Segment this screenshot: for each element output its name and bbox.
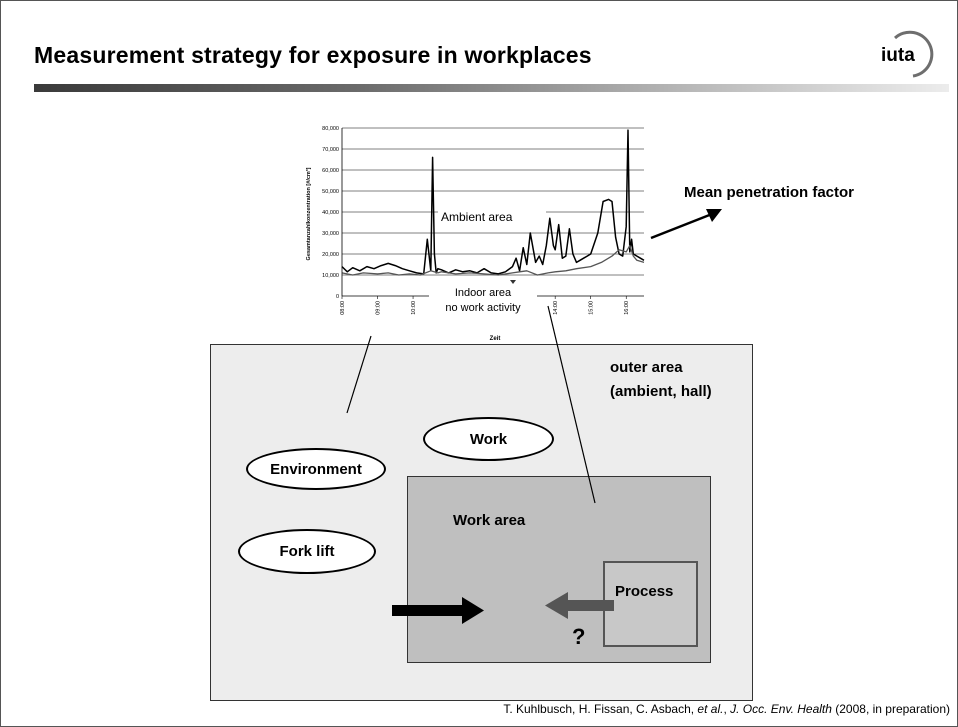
y-tick-label: 60,000 [322,168,339,174]
citation: T. Kuhlbusch, H. Fissan, C. Asbach, et a… [0,702,956,716]
chart-grid [342,127,644,276]
y-tick-label: 0 [336,294,339,300]
outer-area-label-line1: outer area [610,359,683,376]
annotation-no-work-activity: no work activity [445,302,521,314]
work-area-label: Work area [453,512,526,529]
process-label: Process [615,583,674,600]
indoor-marker-icon [510,280,516,284]
y-axis-label: Gesamtanzahlkonzentration [#/cm³] [305,167,312,260]
chart-series [341,129,645,276]
citation-rest: (2008, in preparation) [831,702,950,716]
process-box: Process [603,561,698,647]
x-tick-label: 14:00 [553,301,559,315]
y-tick-label: 20,000 [322,252,339,258]
slide-title: Measurement strategy for exposure in wor… [34,42,592,68]
work-label: Work [469,430,508,448]
annotation-bg-indoor [429,282,537,324]
question-mark: ? [572,624,586,649]
mean-penetration-label: Mean penetration factor [684,184,855,201]
x-axis-label: Zeit [490,336,501,342]
y-tick-label: 10,000 [322,273,339,279]
citation-sep: , [723,702,731,716]
citation-journal: J. Occ. Env. Health [730,702,832,716]
annotation-indoor-area: Indoor area [455,287,512,299]
outer-area-label-line2: (ambient, hall) [610,383,712,400]
iuta-logo: iuta [881,30,934,78]
y-tick-label: 70,000 [322,147,339,153]
environment-label: Environment [270,460,362,478]
environment-ellipse: Environment [246,448,386,490]
series-line-ambient [341,129,645,275]
y-tick-label: 50,000 [322,189,339,195]
title-rule [34,84,949,92]
x-tick-label: 15:00 [589,301,595,315]
annotation-bg-ambient [438,208,546,224]
series-line-indoor [341,244,645,276]
y-tick-label: 30,000 [322,231,339,237]
y-tick-label: 40,000 [322,210,339,216]
y-axis-ticks: 0 10,000 20,000 30,000 40,000 50,000 60,000 70,… [322,126,339,300]
y-tick-label: 80,000 [322,126,339,132]
annotation-ambient-area: Ambient area [441,210,513,224]
x-tick-label: 16:00 [624,301,630,315]
logo-arc [893,30,934,78]
outer-area-label: outer area (ambient, hall) [610,356,712,404]
x-tick-label: 10:00 [411,301,417,315]
fork-lift-label: Fork lift [279,543,335,560]
work-ellipse: Work [423,417,554,461]
logo-text: iuta [881,45,915,66]
citation-authors: T. Kuhlbusch, H. Fissan, C. Asbach, [503,702,698,716]
x-tick-label: 08:00 [340,301,346,315]
x-tick-label: 09:00 [376,301,382,315]
citation-etal: et al. [697,702,724,716]
fork-lift-ellipse: Fork lift [238,529,376,574]
particle-concentration-chart: 0 10,000 20,000 30,000 40,000 50,000 60,000 70,… [305,126,645,342]
